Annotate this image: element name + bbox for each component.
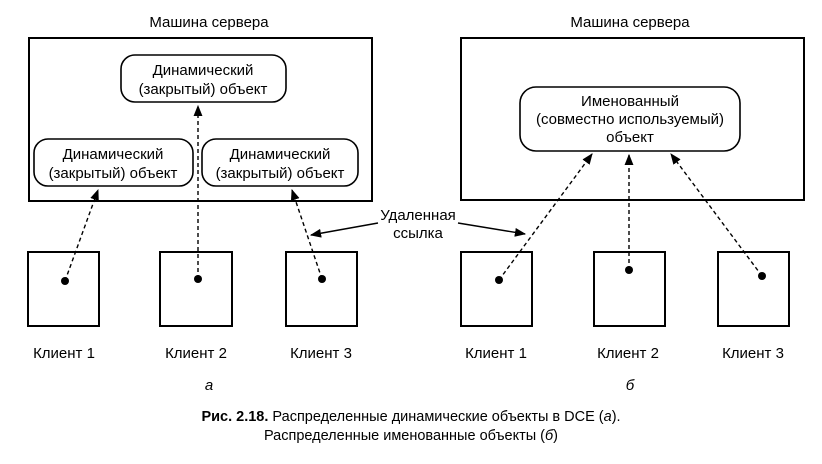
dynamic-object-right-line1: Динамический — [230, 146, 331, 163]
client-a1-label: Клиент 1 — [33, 345, 95, 362]
caption-line2-end: ) — [553, 428, 558, 444]
caption-line1-end: ). — [612, 409, 621, 425]
caption-line1-text: Распределенные динамические объекты в DC… — [268, 409, 603, 425]
named-object-line3: объект — [606, 129, 654, 146]
client-box-b1 — [460, 251, 533, 327]
client-box-b3 — [717, 251, 790, 327]
named-shared-object — [519, 86, 741, 152]
client-box-b2 — [593, 251, 666, 327]
server-label-a: Машина сервера — [149, 14, 269, 31]
caption-line2-italic: б — [545, 428, 554, 444]
dynamic-object-right-line2: (закрытый) объект — [216, 165, 345, 182]
reference-arrow-a3 — [290, 188, 323, 280]
reference-arrow-b1 — [498, 153, 593, 281]
named-object-line1: Именованный — [581, 93, 679, 110]
server-label-b: Машина сервера — [570, 14, 690, 31]
client-b3-label: Клиент 3 — [722, 345, 784, 362]
dynamic-object-top-line1: Динамический — [153, 62, 254, 79]
named-object-line2: (совместно используемый) — [536, 111, 724, 128]
dynamic-object-left-line2: (закрытый) объект — [49, 165, 178, 182]
remote-reference-label-line2: ссылка — [393, 225, 443, 242]
remote-reference-pointer-right — [457, 222, 527, 237]
client-box-a1 — [27, 251, 100, 327]
caption-figure-number: Рис. 2.18. — [201, 409, 268, 425]
dynamic-object-top-line2: (закрытый) объект — [139, 81, 268, 98]
remote-reference-pointer-left — [309, 222, 379, 238]
caption-line2-text: Распределенные именованные объекты ( — [264, 428, 545, 444]
dynamic-object-left-line1: Динамический — [63, 146, 164, 163]
client-a3-label: Клиент 3 — [290, 345, 352, 362]
reference-arrow-b3 — [670, 153, 763, 277]
dynamic-object-left — [33, 138, 194, 187]
caption-line1-italic: а — [604, 409, 612, 425]
figure-caption-line2: Распределенные именованные объекты (б) — [264, 428, 558, 444]
dynamic-object-top — [120, 54, 287, 103]
dynamic-object-right — [201, 138, 359, 187]
client-a2-label: Клиент 2 — [165, 345, 227, 362]
remote-reference-label-line1: Удаленная — [380, 207, 456, 224]
panel-a-sublabel: а — [205, 377, 213, 394]
panel-b-sublabel: б — [626, 377, 635, 394]
client-box-a2 — [159, 251, 233, 327]
client-b1-label: Клиент 1 — [465, 345, 527, 362]
reference-arrow-a1 — [64, 188, 99, 282]
figure-caption-line1: Рис. 2.18. Распределенные динамические о… — [201, 409, 620, 425]
client-box-a3 — [285, 251, 358, 327]
client-b2-label: Клиент 2 — [597, 345, 659, 362]
